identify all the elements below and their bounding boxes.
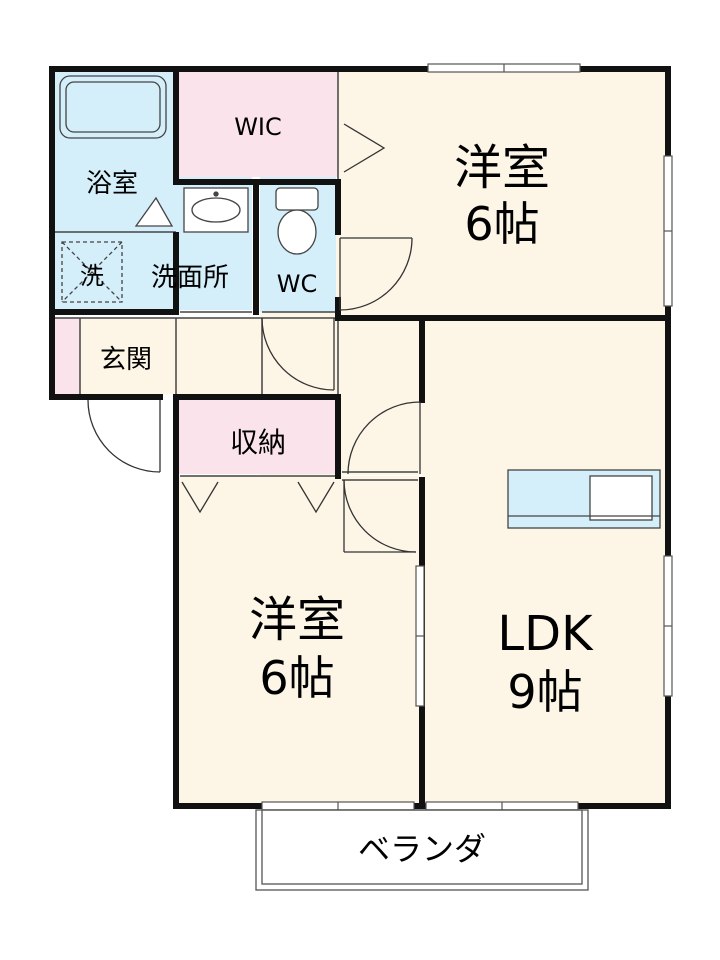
wic-label: WIC — [234, 113, 282, 141]
veranda-label: ベランダ — [358, 830, 486, 868]
washroom-floor — [52, 232, 252, 310]
washer-pan-icon — [61, 241, 123, 303]
entrance-floor — [52, 318, 262, 394]
washroom-label: 洗面所 — [151, 263, 229, 293]
bedroom-bottom-size: 6帖 — [259, 651, 334, 705]
bedroom-top-name: 洋室 — [454, 140, 550, 196]
entrance-label: 玄関 — [100, 345, 152, 375]
veranda — [255, 809, 589, 891]
ldk-name: LDK — [497, 606, 594, 662]
doors — [87, 123, 421, 553]
ldk-floor — [422, 318, 668, 806]
storage-floor — [178, 398, 338, 474]
ldk-size: 9帖 — [507, 665, 582, 719]
bath-label: 浴室 — [86, 169, 138, 199]
fixtures — [59, 75, 661, 529]
storage-label: 収納 — [230, 426, 286, 459]
bedroom-bottom-floor — [178, 476, 420, 806]
washer-label: 洗 — [80, 262, 104, 290]
windows — [261, 63, 673, 811]
sink-icon — [589, 475, 653, 521]
bedroom-bottom-name: 洋室 — [249, 592, 345, 648]
wc-label: WC — [277, 270, 318, 298]
bedroom-top-size: 6帖 — [464, 197, 539, 251]
entrance-tile — [52, 318, 80, 394]
toilet-icon — [275, 187, 319, 211]
bathtub-icon — [59, 75, 167, 139]
wic-floor — [176, 70, 338, 177]
